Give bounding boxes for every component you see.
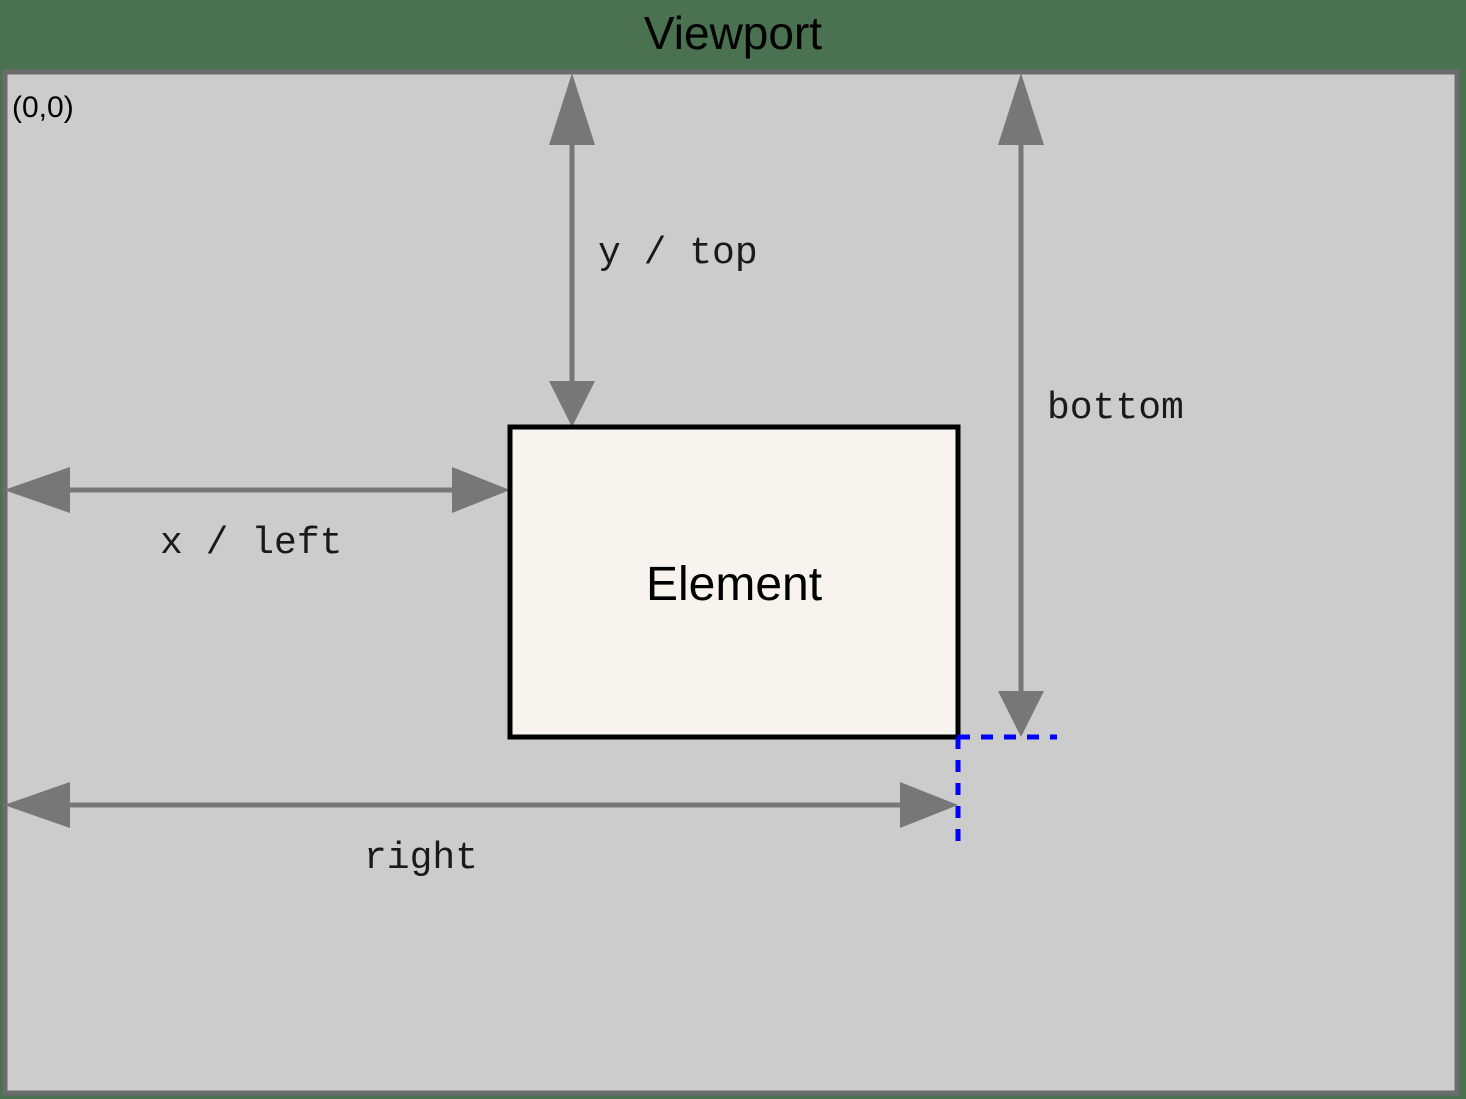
header-band <box>0 0 1466 70</box>
measure-right-arrowhead-right <box>900 782 958 828</box>
measure-right: right <box>4 782 958 880</box>
measure-bottom-arrowhead-down <box>998 691 1044 737</box>
measure-x-left-label: x / left <box>160 522 342 565</box>
page-title: Viewport <box>644 7 822 59</box>
guide-lines <box>955 734 1057 843</box>
measure-y-top: y / top <box>549 73 758 427</box>
measure-y-top-arrowhead-down <box>549 381 595 427</box>
measure-right-label: right <box>364 837 478 880</box>
measure-bottom-arrowhead-up <box>998 73 1044 145</box>
measure-bottom-label: bottom <box>1047 387 1184 430</box>
measure-x-left: x / left <box>4 467 510 565</box>
measure-bottom: bottom <box>998 73 1184 737</box>
element-box[interactable]: Element <box>507 424 961 740</box>
origin-label: (0,0) <box>12 91 74 124</box>
measure-y-top-label: y / top <box>598 232 758 275</box>
measure-x-left-arrowhead-left <box>4 467 70 513</box>
measure-y-top-arrowhead-up <box>549 73 595 145</box>
element-rect[interactable] <box>507 424 961 740</box>
measure-right-arrowhead-left <box>4 782 70 828</box>
element-label: Element <box>646 558 822 611</box>
measure-x-left-arrowhead-right <box>452 467 510 513</box>
